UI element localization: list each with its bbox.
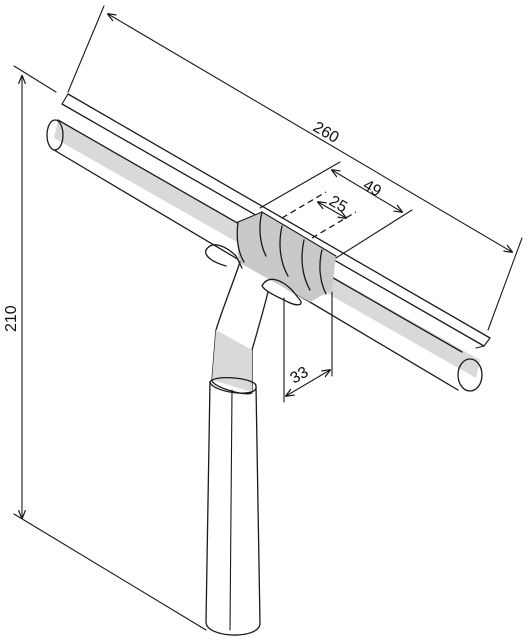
dimension-label-25: 25: [326, 193, 350, 217]
dimension-label-33: 33: [288, 364, 312, 388]
dimension-label-210: 210: [3, 305, 20, 332]
dimension-total-height: 210: [3, 65, 207, 631]
dimension-label-49: 49: [360, 177, 384, 201]
dimension-bracket-width: 49: [259, 161, 413, 259]
dimension-bracket-depth: 33: [283, 291, 333, 403]
handle: [205, 261, 269, 636]
dimension-inner-width: 25: [281, 191, 357, 239]
